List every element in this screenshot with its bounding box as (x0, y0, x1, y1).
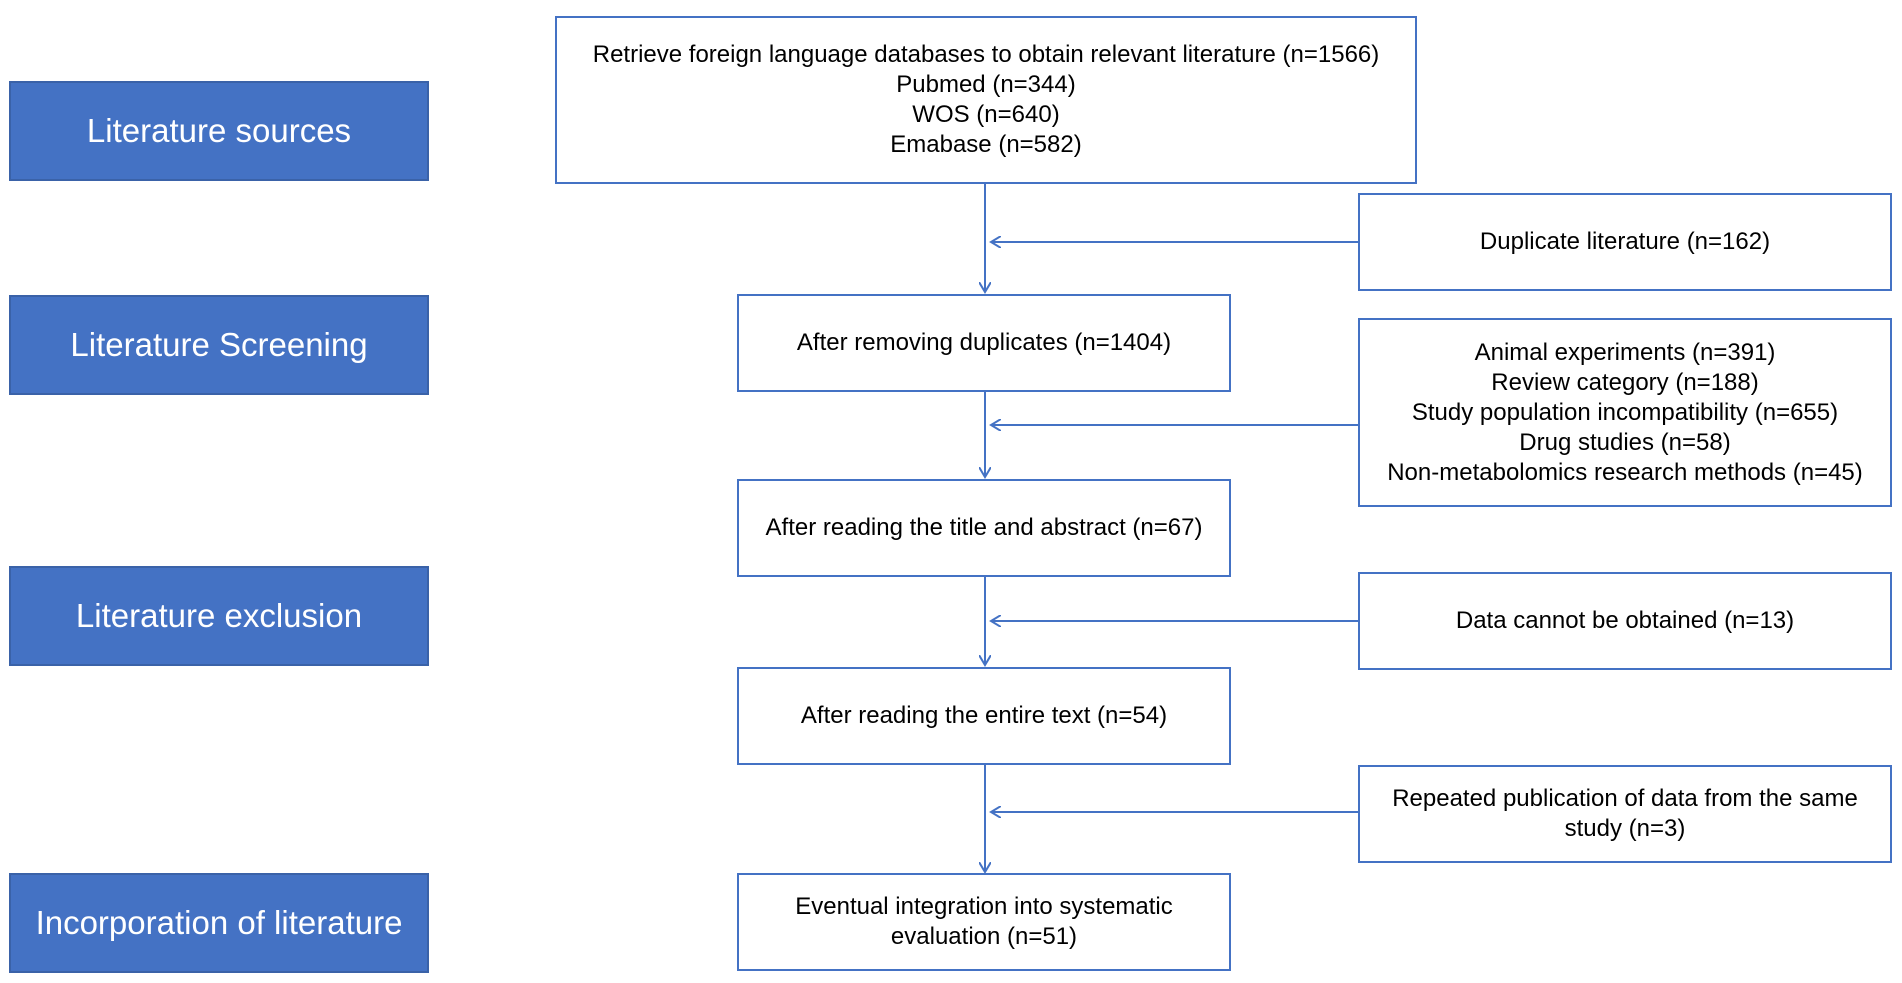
stage-label-screening-text: Literature Screening (70, 326, 368, 363)
screening-exclusion-line-3: Study population incompatibility (n=655) (1411, 398, 1839, 426)
after-title-abstract-box: After reading the title and abstract (n=… (737, 479, 1231, 577)
duplicate-exclusion-box: Duplicate literature (n=162) (1358, 193, 1892, 291)
repeated-exclusion-box: Repeated publication of data from the sa… (1358, 765, 1892, 863)
after-duplicates-box: After removing duplicates (n=1404) (737, 294, 1231, 392)
screening-exclusion-line-5: Non-metabolomics research methods (n=45) (1387, 458, 1863, 486)
nodata-exclusion-box: Data cannot be obtained (n=13) (1358, 572, 1892, 670)
repeated-exclusion-line-1: Repeated publication of data from the sa… (1392, 785, 1858, 812)
retrieve-line-4: Emabase (n=582) (890, 131, 1082, 158)
after-full-text-text: After reading the entire text (n=54) (800, 702, 1168, 729)
final-inclusion-line-1: Eventual integration into systematic (795, 893, 1173, 920)
screening-exclusion-line-2: Review category (n=188) (1491, 368, 1759, 396)
final-inclusion-line-2: evaluation (n=51) (890, 923, 1078, 950)
retrieve-box: Retrieve foreign language databases to o… (555, 16, 1417, 184)
retrieve-line-2: Pubmed (n=344) (896, 71, 1076, 98)
after-title-abstract-text: After reading the title and abstract (n=… (765, 514, 1203, 541)
retrieve-line-1: Retrieve foreign language databases to o… (592, 41, 1380, 68)
repeated-exclusion-line-2: study (n=3) (1564, 815, 1686, 842)
after-duplicates-text: After removing duplicates (n=1404) (796, 329, 1172, 356)
stage-label-incorporation: Incorporation of literature (9, 873, 429, 973)
stage-label-sources-text: Literature sources (86, 112, 352, 149)
nodata-exclusion-text: Data cannot be obtained (n=13) (1455, 607, 1795, 634)
stage-label-sources: Literature sources (9, 81, 429, 181)
screening-exclusion-line-4: Drug studies (n=58) (1519, 428, 1731, 456)
stage-label-exclusion: Literature exclusion (9, 566, 429, 666)
stage-label-exclusion-text: Literature exclusion (75, 597, 363, 634)
stage-label-incorporation-text: Incorporation of literature (35, 904, 403, 941)
after-full-text-box: After reading the entire text (n=54) (737, 667, 1231, 765)
retrieve-line-3: WOS (n=640) (912, 101, 1060, 128)
screening-exclusion-line-1: Animal experiments (n=391) (1474, 338, 1776, 366)
duplicate-exclusion-text: Duplicate literature (n=162) (1479, 228, 1771, 255)
final-inclusion-box: Eventual integration into systematic eva… (737, 873, 1231, 971)
stage-label-screening: Literature Screening (9, 295, 429, 395)
screening-exclusion-box: Animal experiments (n=391) Review catego… (1358, 318, 1892, 507)
